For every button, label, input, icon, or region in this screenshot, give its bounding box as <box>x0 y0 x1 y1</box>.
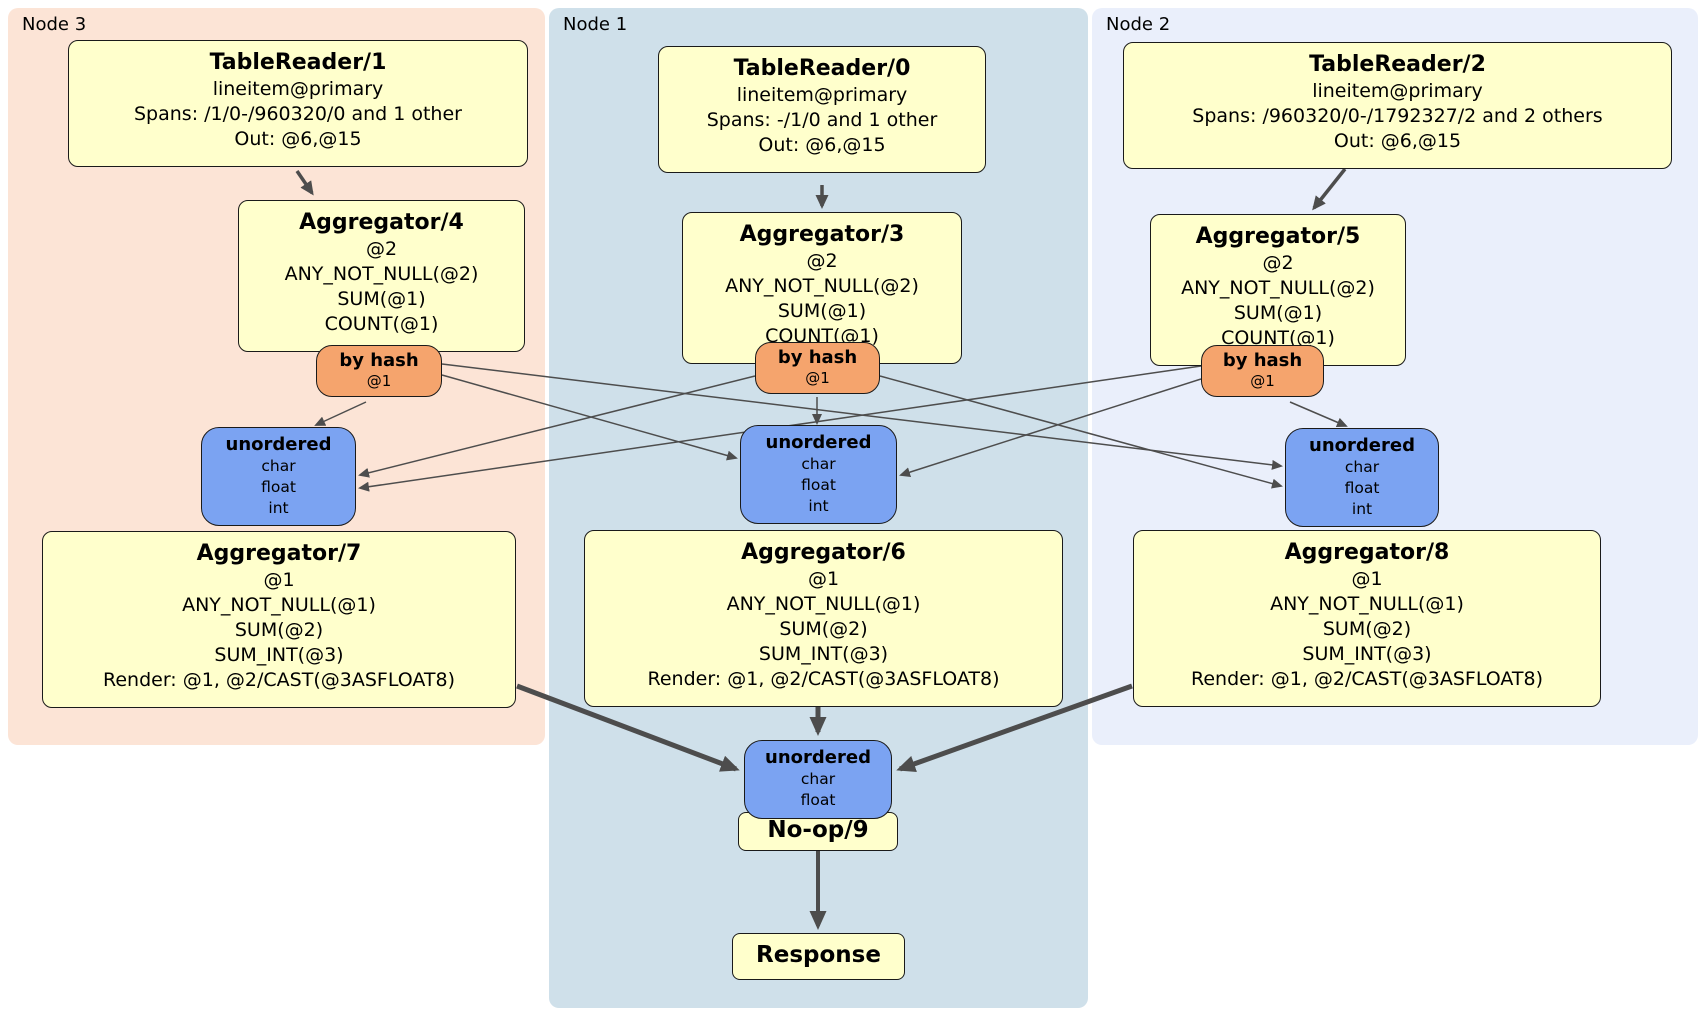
processor-tablereader-0: TableReader/0 lineitem@primary Spans: -/… <box>658 46 986 173</box>
router-key: @1 <box>366 372 392 390</box>
processor-line: @1 <box>1351 568 1383 590</box>
processor-aggregator-4: Aggregator/4 @2 ANY_NOT_NULL(@2) SUM(@1)… <box>238 200 525 352</box>
processor-title: TableReader/1 <box>209 50 387 75</box>
processor-line: ANY_NOT_NULL(@1) <box>1270 593 1464 615</box>
processor-aggregator-5: Aggregator/5 @2 ANY_NOT_NULL(@2) SUM(@1)… <box>1150 214 1406 366</box>
processor-line: Render: @1, @2/CAST(@3ASFLOAT8) <box>103 669 455 691</box>
processor-line: SUM_INT(@3) <box>758 643 889 665</box>
processor-line: SUM(@2) <box>234 619 324 641</box>
processor-line: SUM(@1) <box>337 288 426 310</box>
processor-line: Render: @1, @2/CAST(@3ASFLOAT8) <box>647 668 1000 690</box>
processor-title: Aggregator/3 <box>739 222 905 247</box>
processor-line: @2 <box>365 238 398 260</box>
processor-line: ANY_NOT_NULL(@2) <box>725 275 919 297</box>
processor-title: Aggregator/6 <box>741 540 906 565</box>
sync-unordered-node3: unordered char float int <box>201 427 356 526</box>
router-title: by hash <box>339 350 419 371</box>
processor-out: Out: @6,@15 <box>1333 130 1462 152</box>
processor-line: SUM_INT(@3) <box>1302 643 1432 665</box>
sync-title: unordered <box>765 747 871 768</box>
router-key: @1 <box>1250 372 1275 390</box>
processor-line: @2 <box>1262 252 1294 274</box>
processor-line: SUM(@2) <box>1322 618 1412 640</box>
processor-out: Out: @6,@15 <box>758 134 886 156</box>
processor-title: TableReader/2 <box>1309 52 1486 77</box>
router-by-hash-node1: by hash @1 <box>755 342 880 394</box>
processor-title: Aggregator/4 <box>299 210 464 235</box>
sync-line: char <box>261 457 296 475</box>
sync-line: float <box>800 791 836 809</box>
processor-index: lineitem@primary <box>736 84 908 106</box>
processor-title: Aggregator/7 <box>196 541 362 566</box>
sync-line: char <box>800 770 836 788</box>
processor-line: @1 <box>807 568 840 590</box>
sync-line: float <box>1344 479 1380 497</box>
processor-line: SUM(@2) <box>779 618 868 640</box>
processor-spans: Spans: /960320/0-/1792327/2 and 2 others <box>1192 105 1603 127</box>
sync-line: int <box>1351 500 1373 518</box>
router-title: by hash <box>1222 350 1303 371</box>
processor-line: Render: @1, @2/CAST(@3ASFLOAT8) <box>1191 668 1543 690</box>
processor-tablereader-1: TableReader/1 lineitem@primary Spans: /1… <box>68 40 528 167</box>
sync-line: int <box>268 499 289 517</box>
processor-aggregator-8: Aggregator/8 @1 ANY_NOT_NULL(@1) SUM(@2)… <box>1133 530 1601 707</box>
processor-aggregator-6: Aggregator/6 @1 ANY_NOT_NULL(@1) SUM(@2)… <box>584 530 1063 707</box>
processor-spans: Spans: /1/0-/960320/0 and 1 other <box>134 103 462 125</box>
processor-aggregator-7: Aggregator/7 @1 ANY_NOT_NULL(@1) SUM(@2)… <box>42 531 516 708</box>
sync-line: char <box>801 455 836 473</box>
processor-line: SUM(@1) <box>1233 302 1323 324</box>
processor-line: SUM(@1) <box>777 300 867 322</box>
processor-line: ANY_NOT_NULL(@2) <box>1181 277 1375 299</box>
response-box: Response <box>732 933 905 980</box>
processor-index: lineitem@primary <box>1312 80 1483 102</box>
sync-unordered-final: unordered char float <box>744 740 892 819</box>
router-title: by hash <box>777 347 858 368</box>
processor-line: COUNT(@1) <box>324 313 439 335</box>
sync-line: float <box>801 476 836 494</box>
processor-line: @2 <box>806 250 838 272</box>
router-key: @1 <box>805 369 830 387</box>
sync-title: unordered <box>765 432 872 453</box>
processor-line: SUM_INT(@3) <box>214 644 344 666</box>
sync-title: unordered <box>1309 435 1415 456</box>
processor-aggregator-3: Aggregator/3 @2 ANY_NOT_NULL(@2) SUM(@1)… <box>682 212 962 364</box>
router-by-hash-node2: by hash @1 <box>1201 345 1324 397</box>
processor-line: ANY_NOT_NULL(@1) <box>182 594 376 616</box>
node-region-2-label: Node 2 <box>1106 14 1171 35</box>
node-region-3-label: Node 3 <box>22 14 87 35</box>
router-by-hash-node3: by hash @1 <box>316 345 442 397</box>
sync-unordered-node1: unordered char float int <box>740 425 897 524</box>
processor-line: COUNT(@1) <box>1221 327 1335 349</box>
sync-line: int <box>808 497 829 515</box>
sync-line: float <box>261 478 296 496</box>
processor-line: @1 <box>263 569 295 591</box>
processor-title: No-op/9 <box>767 817 869 843</box>
response-title: Response <box>756 942 881 968</box>
sync-unordered-node2: unordered char float int <box>1285 428 1439 527</box>
processor-tablereader-2: TableReader/2 lineitem@primary Spans: /9… <box>1123 42 1672 169</box>
processor-spans: Spans: -/1/0 and 1 other <box>706 109 938 131</box>
processor-out: Out: @6,@15 <box>234 128 362 150</box>
processor-line: ANY_NOT_NULL(@2) <box>284 263 479 285</box>
node-region-1-label: Node 1 <box>563 14 628 35</box>
sync-title: unordered <box>225 434 332 455</box>
processor-title: Aggregator/8 <box>1284 540 1450 565</box>
processor-title: TableReader/0 <box>733 56 911 81</box>
sync-line: char <box>1344 458 1380 476</box>
processor-line: COUNT(@1) <box>765 325 879 347</box>
processor-line: ANY_NOT_NULL(@1) <box>726 593 921 615</box>
processor-title: Aggregator/5 <box>1195 224 1361 249</box>
processor-index: lineitem@primary <box>212 78 384 100</box>
